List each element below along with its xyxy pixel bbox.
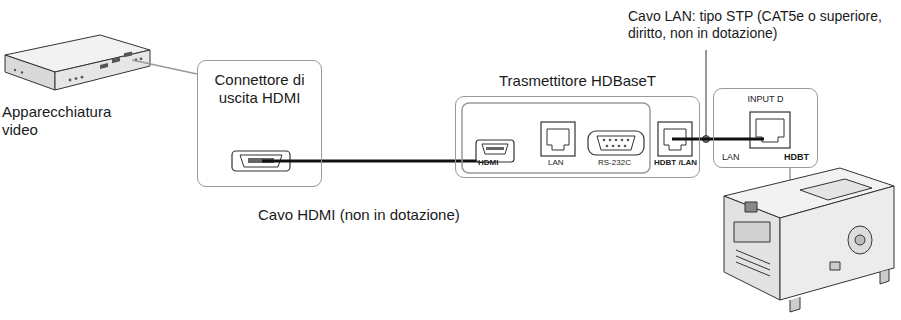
box-heading: Connettore di uscita HDMI: [202, 71, 317, 107]
lan-cable: [672, 138, 700, 141]
video-equipment: [5, 35, 150, 90]
rs232c-port: [588, 131, 644, 155]
input-d-port: [750, 112, 790, 148]
connector-box: Connettore di uscita HDMI: [197, 60, 322, 187]
box-heading: Trasmettitore HDBaseT: [446, 72, 709, 90]
port-name: LAN: [722, 152, 740, 163]
device-label: Apparecchiatura video: [2, 103, 122, 139]
leader-line: [706, 50, 707, 135]
lan-port: [541, 122, 575, 156]
port-heading: INPUT D: [716, 94, 815, 105]
input-box: INPUT D LAN HDBT: [713, 88, 818, 168]
port-group: [462, 103, 650, 173]
leader-line: [132, 60, 197, 74]
port-name: LAN: [548, 158, 578, 168]
hdmi-cable: [262, 160, 322, 163]
cable-label: Cavo LAN: tipo STP (CAT5e o superiore, d…: [628, 8, 894, 42]
projector: [724, 168, 894, 312]
port-name: HDBT /LAN: [654, 158, 698, 168]
cable-label: Cavo HDMI (non in dotazione): [258, 206, 498, 224]
port-name: RS-232C: [598, 158, 644, 168]
port-name: HDBT: [784, 152, 809, 163]
port-name: HDMI: [478, 158, 518, 168]
cable: [700, 138, 713, 141]
lan-cable: [713, 138, 764, 141]
cable: [322, 160, 455, 163]
